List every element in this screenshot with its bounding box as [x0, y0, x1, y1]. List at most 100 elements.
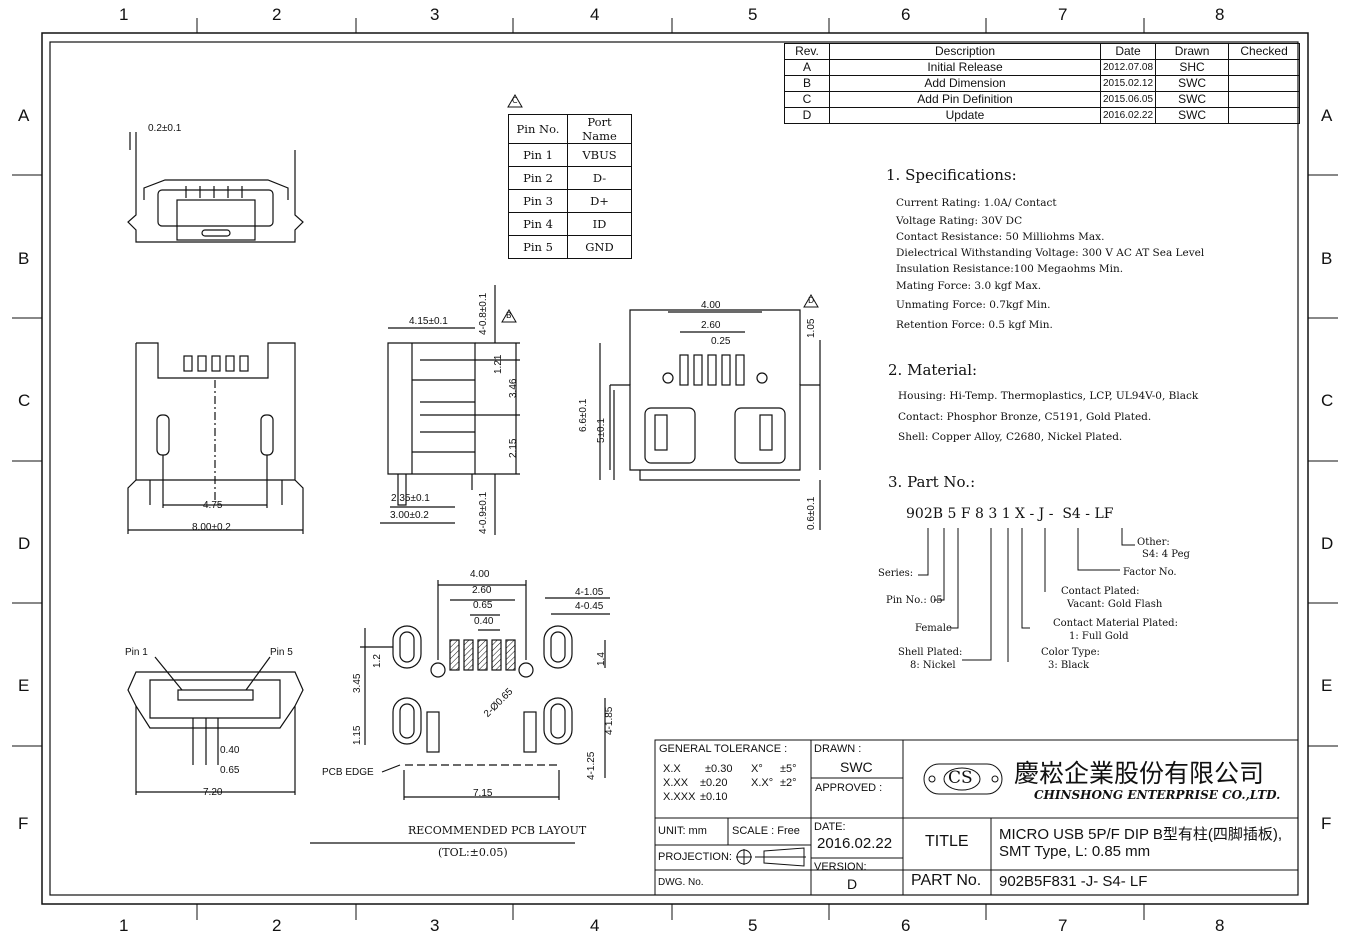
end-view-dim: 1.05 [806, 318, 817, 338]
revision-table: Rev. Description Date Drawn Checked A In… [784, 43, 1301, 124]
dwg-no-label: DWG. No. [658, 877, 704, 888]
port-name-cell: GND [567, 235, 632, 259]
drawn-header: Drawn [1155, 43, 1230, 60]
grid-col-8: 8 [1215, 5, 1225, 24]
side-view-dim: 3.46 [508, 378, 519, 398]
side-view-dim: 2.15 [508, 438, 519, 458]
part-other-label: Other: [1137, 537, 1170, 548]
pcb-dim: 4.00 [470, 569, 490, 580]
pin-view-dim: 0.65 [220, 765, 240, 776]
part-female-label: Female [915, 623, 952, 634]
part-contact-material-label: Contact Material Plated: [1053, 618, 1178, 629]
end-view-dim: 2.60 [701, 320, 721, 331]
title-label: TITLE [925, 833, 969, 850]
pin-no-header: Pin No. [508, 114, 568, 144]
part-series-label: Series: [878, 568, 914, 579]
checked-header: Checked [1228, 43, 1301, 60]
pin-no-cell: Pin 2 [508, 166, 568, 190]
pcb-layout-title: RECOMMENDED PCB LAYOUT [408, 824, 587, 837]
front-view-drawing [127, 342, 304, 534]
part-factor-no-label: Factor No. [1123, 567, 1177, 578]
part-other-value: S4: 4 Peg [1142, 549, 1190, 560]
grid-col-2-bottom: 2 [272, 916, 282, 935]
grid-col-5: 5 [748, 5, 758, 24]
port-name-header: Port Name [567, 114, 632, 144]
revision-header-row: Rev. Description Date Drawn Checked [784, 43, 1301, 60]
end-view-dim: 0.25 [711, 336, 731, 347]
date-cell: 2015.06.05 [1099, 91, 1157, 108]
pin-no-cell: Pin 4 [508, 212, 568, 236]
pcb-layout-drawing [310, 580, 610, 844]
pcb-dim: 2.60 [472, 585, 492, 596]
tolerance-cell: X.X° [751, 777, 774, 789]
scale-label: SCALE : Free [732, 825, 800, 837]
part-no-code: 902B 5 F 8 3 1 X - J - S4 - LF [906, 506, 1114, 522]
version-value: D [847, 876, 858, 892]
grid-col-5-bottom: 5 [748, 916, 758, 935]
side-view-dim: 4-0.9±0.1 [478, 491, 489, 534]
grid-row-b-right: B [1321, 249, 1333, 268]
table-row: D Update 2016.02.22 SWC [784, 107, 1301, 124]
pcb-layout-tolerance: (TOL:±0.05) [438, 846, 508, 859]
pcb-dim: 0.40 [474, 616, 494, 627]
tolerance-cell: ±0.20 [700, 777, 728, 789]
specifications-title: 1. Specifications: [886, 166, 1017, 184]
grid-col-6-bottom: 6 [901, 916, 911, 935]
description-header: Description [829, 43, 1101, 60]
material-line: Contact: Phosphor Bronze, C5191, Gold Pl… [898, 411, 1152, 423]
grid-row-e: E [18, 676, 30, 695]
material-line: Housing: Hi-Temp. Thermoplastics, LCP, U… [898, 390, 1199, 402]
side-view-rev-mark: B [506, 311, 512, 320]
grid-row-c-right: C [1321, 391, 1334, 410]
grid-row-e-right: E [1321, 676, 1333, 695]
part-shell-plated-label: Shell Plated: [898, 647, 963, 658]
grid-col-1: 1 [119, 5, 129, 24]
top-view-drawing [127, 132, 304, 243]
tolerance-cell: X.XX [663, 777, 689, 789]
description-cell: Add Pin Definition [829, 91, 1101, 108]
spec-line: Retention Force: 0.5 kgf Min. [896, 319, 1053, 331]
grid-col-3: 3 [430, 5, 440, 24]
rev-cell: A [784, 59, 830, 76]
rev-triangle-icon [507, 94, 523, 108]
date-label: DATE: [814, 821, 846, 833]
grid-row-a-right: A [1321, 106, 1333, 125]
title-value-line-2: SMT Type, L: 0.85 mm [999, 843, 1151, 860]
grid-col-1-bottom: 1 [119, 916, 129, 935]
pcb-dim: 4-0.45 [575, 601, 604, 612]
pcb-dim: 4-1.25 [586, 751, 597, 780]
port-name-cell: D+ [567, 189, 632, 213]
tolerance-cell: ±5° [780, 763, 797, 775]
grid-row-d-right: D [1321, 534, 1334, 553]
table-row: C Add Pin Definition 2015.06.05 SWC [784, 91, 1301, 108]
end-view-dim: 0.6±0.1 [806, 496, 817, 530]
general-tolerance-label: GENERAL TOLERANCE : [659, 743, 788, 755]
company-name-cn: 慶崧企業股份有限公司 [1014, 759, 1265, 788]
pin-view-pin5-label: Pin 5 [270, 647, 293, 658]
part-no-label: PART No. [911, 872, 982, 889]
pcb-edge-label: PCB EDGE [322, 767, 374, 778]
grid-col-7-bottom: 7 [1058, 916, 1068, 935]
checked-cell [1228, 107, 1301, 124]
checked-cell [1228, 91, 1301, 108]
pin-view-drawing [127, 656, 304, 795]
front-view-dim: 4.75 [203, 500, 223, 511]
end-view-drawing [599, 309, 821, 530]
description-cell: Initial Release [829, 59, 1101, 76]
part-contact-material-value: 1: Full Gold [1069, 631, 1129, 642]
side-view-dim: 4-0.8±0.1 [478, 292, 489, 335]
grid-col-4-bottom: 4 [590, 916, 600, 935]
top-view-dim: 0.2±0.1 [148, 123, 182, 134]
drawn-cell: SWC [1155, 107, 1230, 124]
spec-line: Current Rating: 1.0A/ Contact [896, 197, 1057, 209]
title-value-line-1: MICRO USB 5P/F DIP B型有柱(四脚插板), [999, 826, 1283, 843]
pcb-dim: 1.15 [352, 725, 363, 745]
pin-table-rev-mark: C [512, 96, 518, 105]
